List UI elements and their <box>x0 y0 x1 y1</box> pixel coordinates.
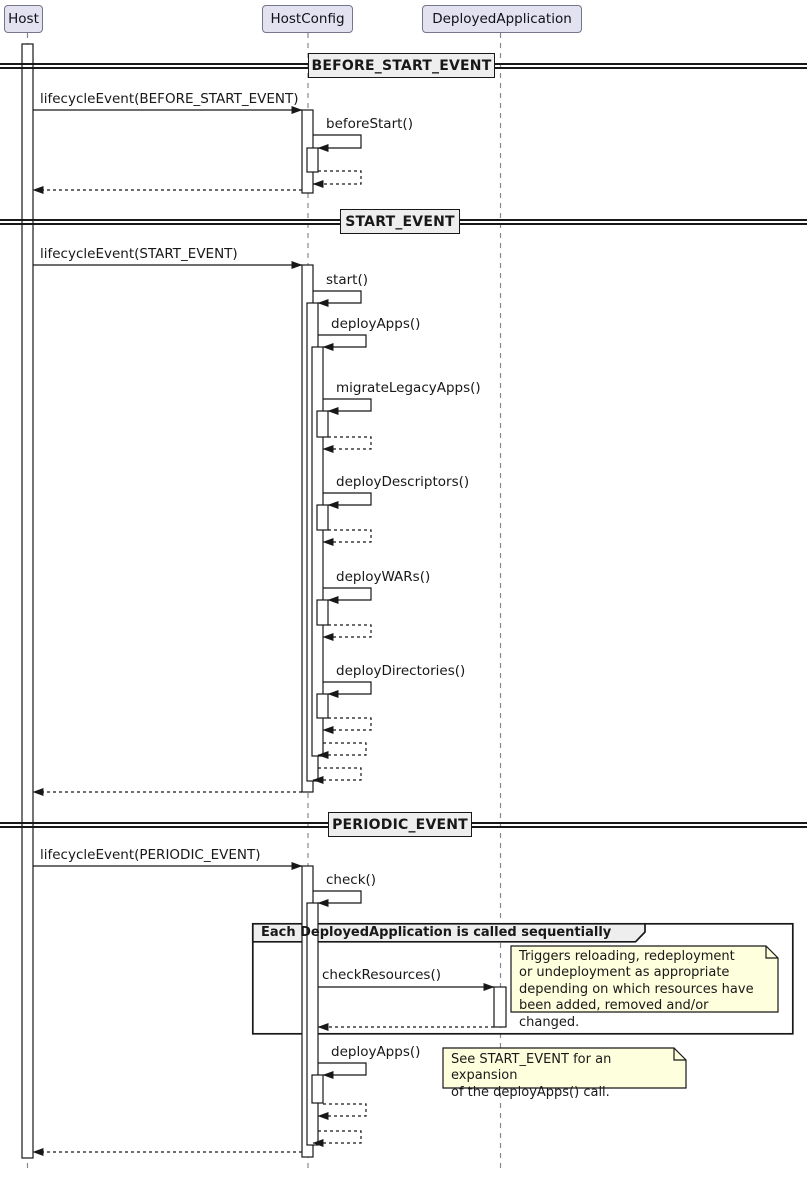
arrow-self-return-beforestart <box>312 170 362 188</box>
participant-deployedapplication-label: DeployedApplication <box>432 11 572 27</box>
message-check: check() <box>326 872 377 888</box>
arrow-self-return-deployapps-periodic <box>317 1103 367 1120</box>
host-activation <box>21 43 34 1159</box>
message-lifecycle-periodic: lifecycleEvent(PERIODIC_EVENT) <box>40 847 261 863</box>
message-checkresources: checkResources() <box>322 967 442 983</box>
arrow-self-return-migratelegacyapps <box>322 436 372 453</box>
arrow-self-deploywars <box>323 587 372 604</box>
arrow-self-return-deployapps <box>317 742 367 759</box>
arrow-self-migratelegacyapps <box>323 398 372 415</box>
message-beforestart: beforeStart() <box>326 116 413 132</box>
hostconfig-activation-deploydirectories <box>316 693 329 719</box>
divider-label: START_EVENT <box>345 213 455 230</box>
divider-label: PERIODIC_EVENT <box>332 816 468 833</box>
deployedapplication-activation-checkresources <box>493 986 507 1028</box>
arrow-self-return-start <box>312 767 362 784</box>
hostconfig-activation-migratelegacyapps <box>316 410 329 438</box>
group-frame-label: Each DeployedApplication is called seque… <box>261 925 612 940</box>
message-lifecycle-before-start: lifecycleEvent(BEFORE_START_EVENT) <box>40 91 299 107</box>
note-check-resources <box>510 945 779 1013</box>
arrow-self-return-deploywars <box>322 624 372 641</box>
hostconfig-activation-deploydescriptors <box>316 504 329 531</box>
message-start: start() <box>326 272 368 288</box>
message-deployapps: deployApps() <box>331 316 421 332</box>
arrow-self-deployapps <box>318 334 367 351</box>
hostconfig-activation-deploywars <box>316 599 329 626</box>
participant-hostconfig: HostConfig <box>262 5 353 33</box>
arrow-self-return-check <box>312 1130 362 1147</box>
participant-host: Host <box>4 5 43 33</box>
note-check-resources-text: Triggers reloading, redeployment or unde… <box>519 949 754 1030</box>
note-deploy-apps-text: See START_EVENT for an expansion of the … <box>451 1052 612 1100</box>
message-deploydirectories: deployDirectories() <box>336 663 466 679</box>
arrow-self-deployapps-periodic <box>318 1062 367 1079</box>
arrow-self-deploydirectories <box>323 681 372 698</box>
divider-label: BEFORE_START_EVENT <box>311 57 492 74</box>
note-deploy-apps <box>442 1047 687 1089</box>
arrow-self-return-deploydescriptors <box>322 529 372 546</box>
message-deploydescriptors: deployDescriptors() <box>336 474 470 490</box>
participant-hostconfig-label: HostConfig <box>270 11 345 27</box>
message-migratelegacyapps: migrateLegacyApps() <box>336 380 481 396</box>
message-deploywars: deployWARs() <box>336 569 431 585</box>
hostconfig-activation-deployapps-periodic <box>311 1074 324 1104</box>
divider-box: START_EVENT <box>340 209 460 234</box>
divider-box: PERIODIC_EVENT <box>328 812 472 837</box>
arrow-self-return-deploydirectories <box>322 717 372 734</box>
arrow-self-check <box>313 890 362 907</box>
arrow-self-deploydescriptors <box>323 492 372 509</box>
participant-host-label: Host <box>8 11 39 27</box>
message-lifecycle-start: lifecycleEvent(START_EVENT) <box>40 246 238 262</box>
group-frame-label-pentagon <box>251 922 646 943</box>
message-deployapps-periodic: deployApps() <box>331 1044 421 1060</box>
arrow-self-beforestart <box>313 134 362 152</box>
hostconfig-activation-beforestart-call <box>306 147 319 173</box>
divider-box: BEFORE_START_EVENT <box>308 53 495 78</box>
arrow-self-start <box>313 290 362 307</box>
participant-deployedapplication: DeployedApplication <box>422 5 582 33</box>
